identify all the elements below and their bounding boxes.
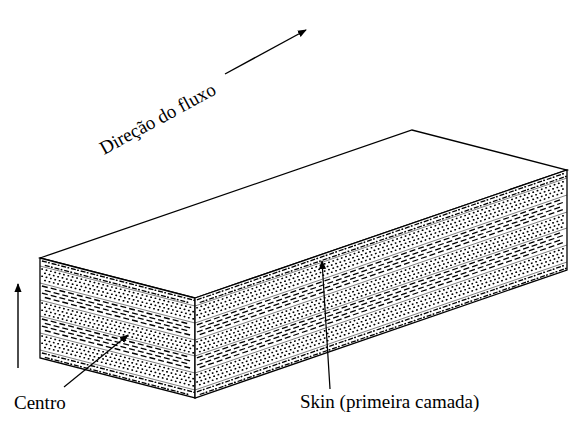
flow-label: Direção do fluxo (96, 79, 220, 160)
leader-arrow (322, 261, 330, 389)
flow-arrow (225, 30, 306, 74)
part-label: Centro (14, 392, 66, 414)
part-label: Skin (primeira camada) (300, 391, 479, 413)
thickness-arrow (17, 284, 18, 368)
dot-texture (42, 174, 566, 394)
layer-texture (40, 174, 567, 395)
leader-arrow (64, 335, 128, 387)
